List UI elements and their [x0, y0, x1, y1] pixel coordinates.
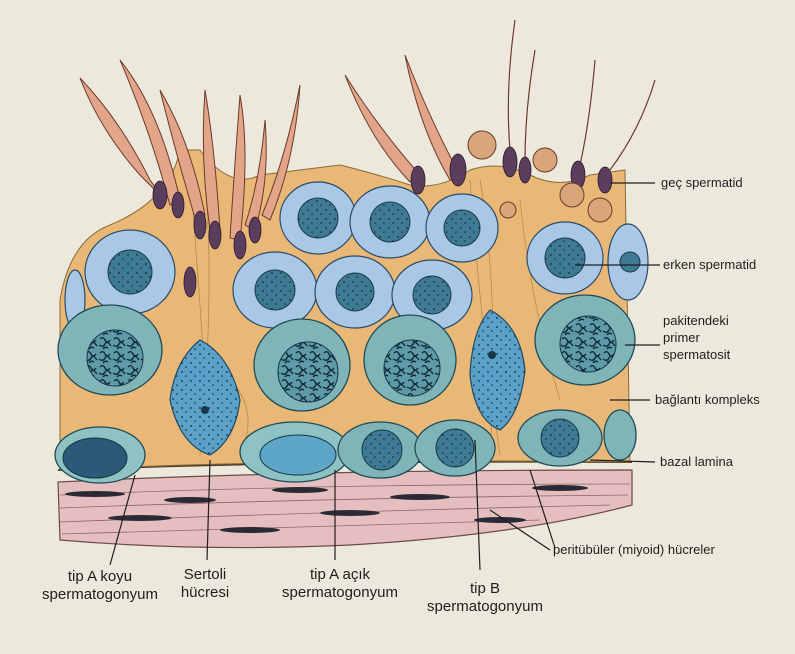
- label-peritubuler: peritübüler (miyoid) hücreler: [553, 542, 715, 558]
- label-tip-a-acik-line1: tip A açık: [260, 566, 420, 584]
- label-tip-a-acik: tip A açık spermatogonyum: [260, 566, 420, 602]
- connective-tissue: [58, 470, 632, 548]
- label-tip-a-koyu-line1: tip A koyu: [30, 568, 170, 586]
- label-tip-b: tip B spermatogonyum: [410, 580, 560, 616]
- label-baglanti-kompleks: bağlantı kompleks: [655, 392, 760, 408]
- label-erken-spermatid: erken spermatid: [663, 257, 756, 273]
- label-tip-b-line2: spermatogonyum: [410, 598, 560, 616]
- label-sertoli: Sertoli hücresi: [160, 566, 250, 602]
- label-tip-a-koyu-line2: spermatogonyum: [30, 586, 170, 604]
- label-tip-a-acik-line2: spermatogonyum: [260, 584, 420, 602]
- label-primer-spermatosit: pakitendeki primer spermatosit: [663, 312, 730, 363]
- label-sertoli-line2: hücresi: [160, 584, 250, 602]
- label-primer-spermatosit-line2: primer: [663, 329, 730, 346]
- label-tip-b-line1: tip B: [410, 580, 560, 598]
- label-primer-spermatosit-line3: spermatosit: [663, 346, 730, 363]
- label-bazal-lamina: bazal lamina: [660, 454, 733, 470]
- label-tip-a-koyu: tip A koyu spermatogonyum: [30, 568, 170, 604]
- label-gec-spermatid: geç spermatid: [661, 175, 743, 191]
- label-primer-spermatosit-line1: pakitendeki: [663, 312, 730, 329]
- label-sertoli-line1: Sertoli: [160, 566, 250, 584]
